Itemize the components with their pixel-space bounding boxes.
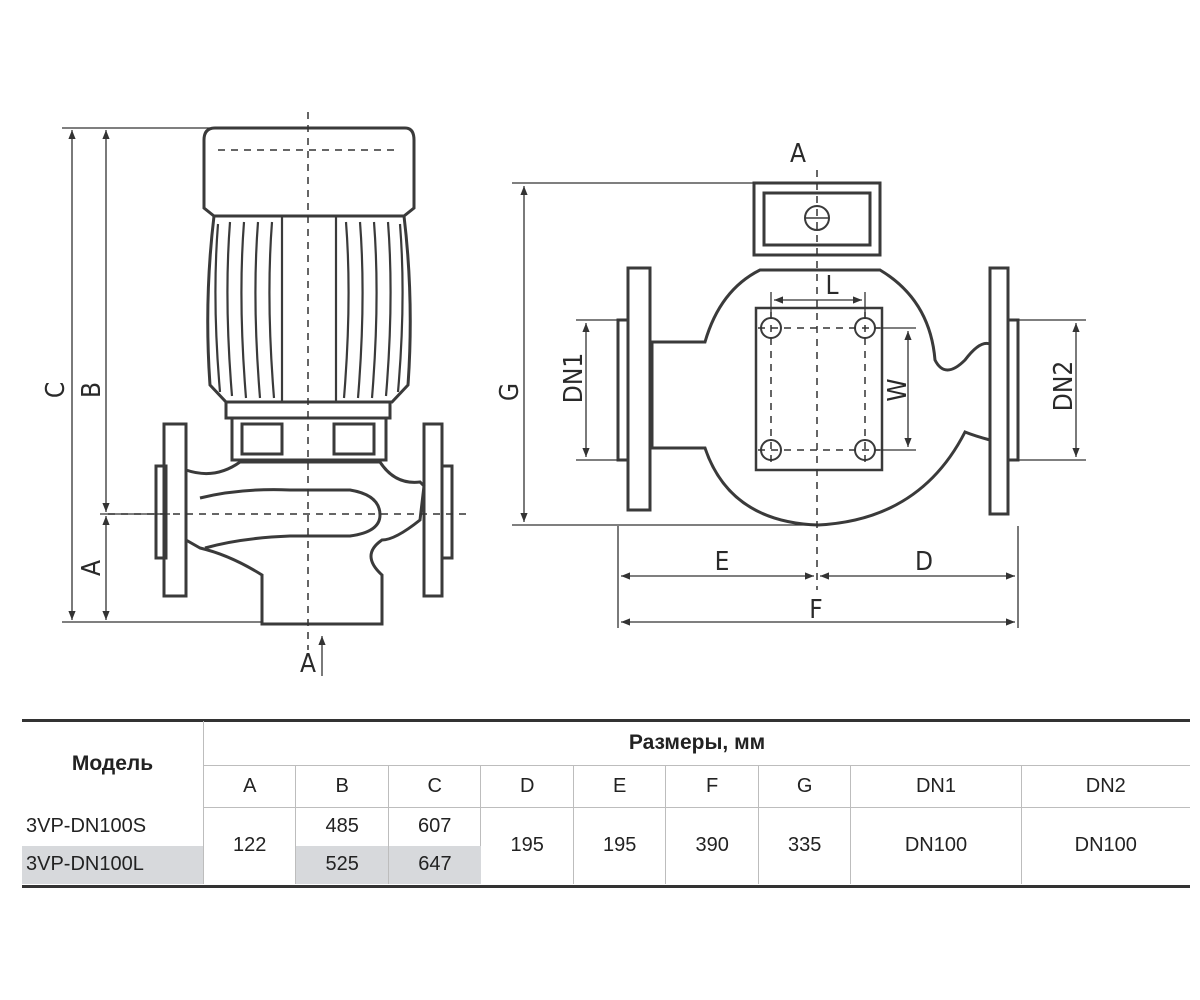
motor-fan-cover	[202, 126, 416, 218]
outlet-flange	[988, 266, 1010, 516]
value-c: 607	[388, 807, 482, 846]
model-header: Модель	[22, 721, 204, 808]
model-name: 3VP-DN100L	[22, 845, 204, 884]
col-header-g: G	[758, 765, 852, 808]
technical-drawing: C B A A	[41, 112, 1086, 679]
col-header-dn2: DN2	[1021, 765, 1190, 808]
col-header-c: C	[388, 765, 482, 808]
dim-label-g: G	[495, 383, 525, 401]
dim-label-dn2: DN2	[1049, 361, 1079, 411]
bolt-holes	[760, 317, 876, 461]
side-centerlines	[108, 112, 470, 650]
motor-plate	[754, 306, 884, 472]
motor-fins	[214, 216, 404, 402]
sizes-header: Размеры, мм	[203, 721, 1190, 766]
dim-label-c: C	[41, 382, 71, 398]
volute	[650, 268, 992, 527]
dim-label-b: B	[77, 382, 107, 398]
col-header-dn1: DN1	[850, 765, 1022, 808]
dimensions-table: Модель Размеры, мм A B C D E F G DN1 DN2…	[22, 721, 1190, 884]
value-f: 390	[665, 807, 759, 884]
value-c: 647	[388, 845, 481, 884]
table-row: 3VP-DN100L 525 647	[22, 845, 1190, 884]
value-a: 122	[203, 807, 297, 884]
dim-label-e: E	[715, 547, 730, 577]
section-label-side: A	[300, 649, 316, 679]
value-g: 335	[758, 807, 852, 884]
plan-dimensions	[512, 182, 1086, 628]
value-b: 525	[295, 845, 389, 884]
plan-view	[616, 181, 1020, 527]
dim-label-l: L	[825, 271, 838, 301]
table-bottom-rule	[22, 885, 1190, 888]
column-header-row: A B C D E F G DN1 DN2	[22, 765, 1190, 808]
plan-centerlines	[758, 170, 880, 590]
value-e: 195	[573, 807, 667, 884]
side-dimensions	[62, 127, 326, 676]
model-name: 3VP-DN100S	[22, 807, 204, 846]
table-row: 3VP-DN100S 122 485 607 195 195 390 335 D…	[22, 807, 1190, 884]
value-dn2: DN100	[1074, 834, 1137, 857]
dim-label-f: F	[809, 595, 822, 625]
value-d: 195	[480, 807, 574, 884]
inlet-flange	[626, 266, 652, 512]
value-dn1: DN100	[850, 807, 1022, 884]
right-flange	[422, 422, 444, 598]
table-top-rule	[22, 719, 1190, 722]
pump-casing	[184, 460, 426, 626]
col-header-d: D	[480, 765, 574, 808]
side-view	[154, 126, 454, 626]
col-header-a: A	[203, 765, 297, 808]
left-flange	[162, 422, 188, 598]
motor-body	[206, 214, 412, 404]
dim-label-a: A	[77, 560, 107, 576]
dim-label-w: W	[883, 378, 913, 401]
col-header-e: E	[573, 765, 667, 808]
col-header-f: F	[665, 765, 759, 808]
value-b: 485	[295, 807, 389, 846]
section-label-plan: A	[790, 139, 806, 169]
dim-label-dn1: DN1	[559, 353, 589, 403]
lantern	[230, 418, 388, 462]
col-header-b: B	[295, 765, 389, 808]
dim-label-d: D	[915, 547, 933, 577]
